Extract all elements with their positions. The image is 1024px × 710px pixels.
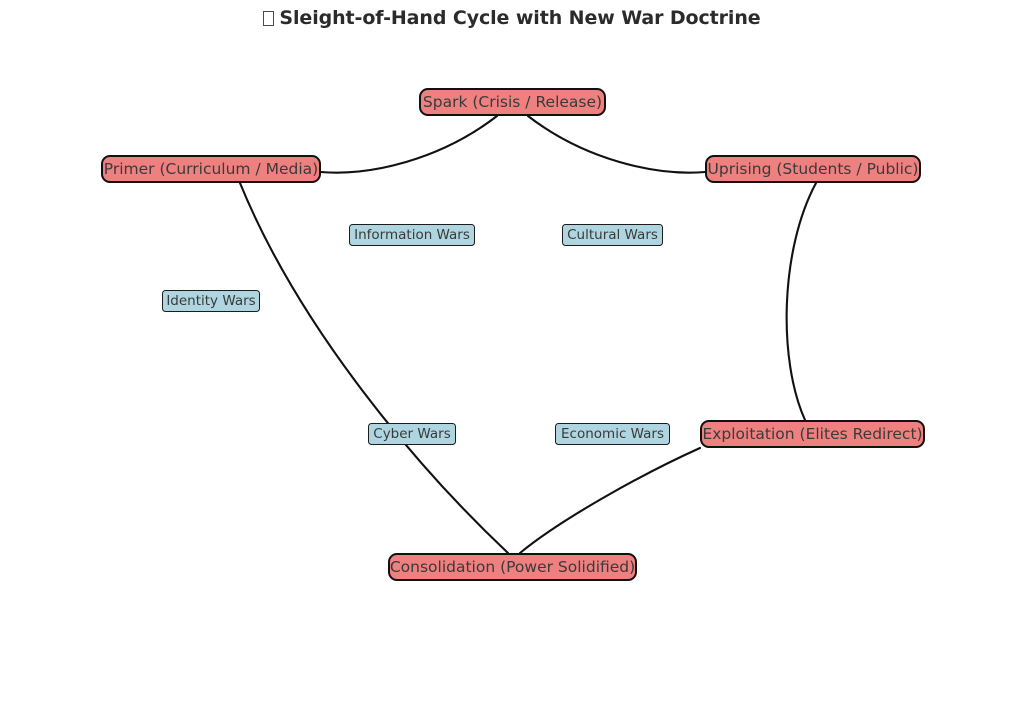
page-title: Sleight-of-Hand Cycle with New War Doctr… [0,7,1024,29]
node-uprising[interactable]: Uprising (Students / Public) [705,155,921,183]
node-spark-label: Spark (Crisis / Release) [422,93,603,111]
node-cyber-wars-label: Cyber Wars [373,426,451,442]
node-cultural-wars[interactable]: Cultural Wars [562,224,663,246]
edge-uprising-to-exploitation [785,181,818,422]
node-identity-wars-label: Identity Wars [166,293,256,309]
node-economic-wars[interactable]: Economic Wars [555,423,670,445]
node-economic-wars-label: Economic Wars [561,426,664,442]
node-spark[interactable]: Spark (Crisis / Release) [419,88,606,116]
node-consolidation[interactable]: Consolidation (Power Solidified) [388,553,637,581]
node-primer[interactable]: Primer (Curriculum / Media) [101,155,321,183]
node-cyber-wars[interactable]: Cyber Wars [368,423,456,445]
node-consolidation-label: Consolidation (Power Solidified) [389,558,636,576]
node-information-wars-label: Information Wars [354,227,470,243]
node-cultural-wars-label: Cultural Wars [567,227,658,243]
node-information-wars[interactable]: Information Wars [349,224,475,246]
page-title-text: Sleight-of-Hand Cycle with New War Doctr… [279,7,761,29]
node-exploitation[interactable]: Exploitation (Elites Redirect) [700,420,925,448]
edge-spark-to-primer [319,114,499,174]
edge-spark-to-uprising [526,114,707,174]
edge-exploitation-to-consolidation [518,446,702,555]
node-uprising-label: Uprising (Students / Public) [707,160,919,178]
node-identity-wars[interactable]: Identity Wars [162,290,260,312]
missing-glyph-icon [263,11,275,26]
node-exploitation-label: Exploitation (Elites Redirect) [702,425,923,443]
node-primer-label: Primer (Curriculum / Media) [103,160,319,178]
